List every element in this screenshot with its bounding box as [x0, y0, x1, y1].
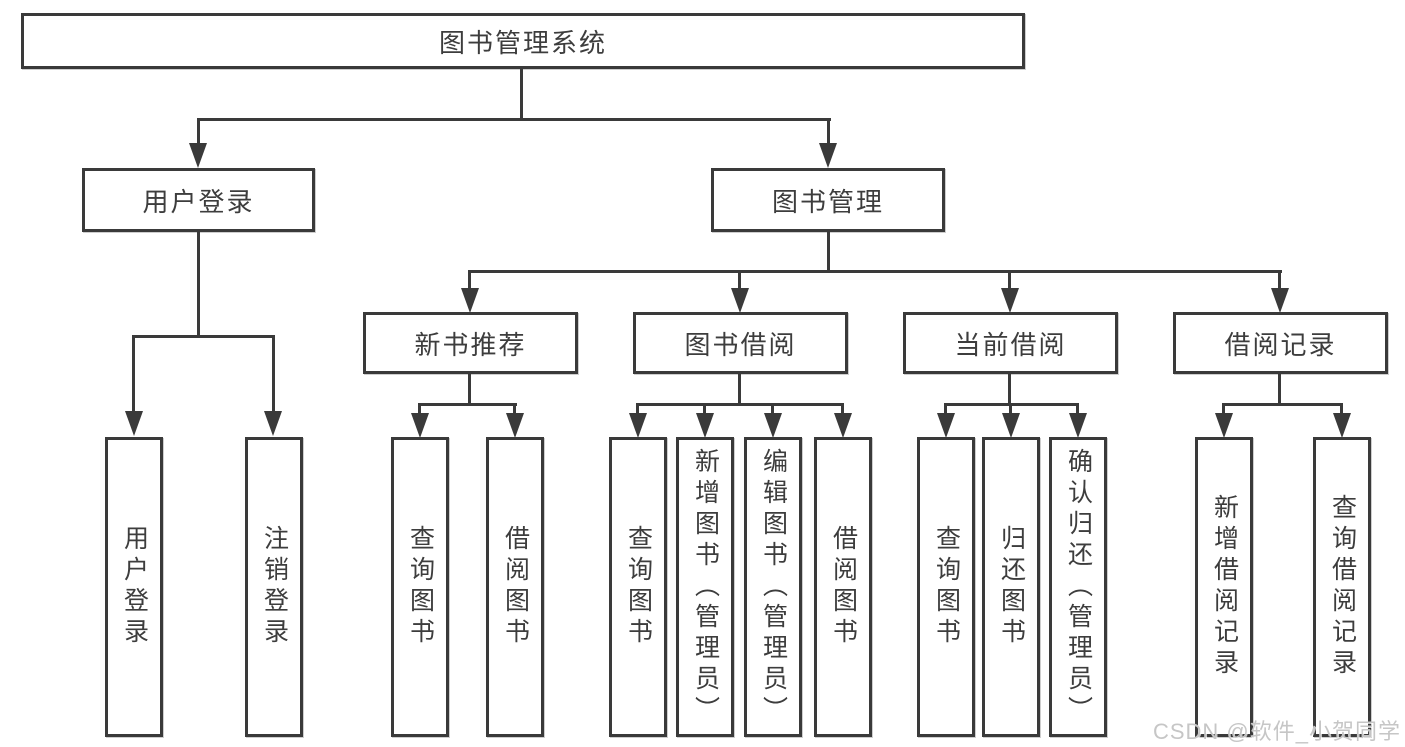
arrowhead-to-book-management	[819, 143, 837, 168]
arrowhead-to-user-login-leaf	[125, 411, 143, 436]
node-borrow-records: 借阅记录	[1173, 312, 1388, 374]
arrowhead-to-return-book	[1002, 413, 1020, 438]
arrowhead-to-query-books-3	[937, 413, 955, 438]
node-query-books-2: 查询图书	[609, 437, 667, 737]
node-query-borrow-record: 查询借阅记录	[1313, 437, 1371, 737]
edge-to-borrow-records	[1278, 270, 1281, 290]
node-logout-leaf: 注销登录	[245, 437, 303, 737]
edge-to-query-books-3	[944, 403, 947, 414]
node-label: 查询图书	[932, 525, 961, 649]
arrowhead-to-add-borrow-record	[1215, 413, 1233, 438]
arrowhead-to-new-book-recommend	[461, 288, 479, 313]
node-label: 编辑图书（管理员）	[759, 447, 788, 727]
edge-to-new-book-recommend	[468, 270, 471, 290]
arrowhead-to-borrow-records	[1271, 288, 1289, 313]
edge-to-query-books-2	[636, 403, 639, 414]
edge-book-management-split	[468, 270, 1282, 273]
edge-to-add-book	[703, 403, 706, 414]
node-label: 借阅图书	[829, 525, 858, 649]
node-label: 用户登录	[120, 525, 149, 649]
node-borrow-books-2: 借阅图书	[814, 437, 872, 737]
node-label: 新增借阅记录	[1210, 494, 1239, 680]
node-book-borrow: 图书借阅	[633, 312, 848, 374]
edge-to-user-login	[197, 118, 200, 145]
node-label: 确认归还（管理员）	[1064, 447, 1093, 727]
edge-book-borrow-stem	[738, 374, 741, 405]
edge-book-management-stem	[827, 232, 830, 272]
node-confirm-return-admin: 确认归还（管理员）	[1049, 437, 1107, 737]
arrowhead-to-query-books-1	[411, 413, 429, 438]
node-add-borrow-record: 新增借阅记录	[1195, 437, 1253, 737]
edge-to-query-borrow-record	[1340, 403, 1343, 414]
edge-borrow-records-split	[1222, 403, 1343, 406]
arrowhead-to-confirm-return	[1069, 413, 1087, 438]
node-new-book-recommend: 新书推荐	[363, 312, 578, 374]
edge-to-logout-leaf	[272, 335, 275, 413]
edge-root-split	[197, 118, 831, 121]
arrowhead-to-current-borrow	[1001, 288, 1019, 313]
node-return-book: 归还图书	[982, 437, 1040, 737]
node-library-management-system: 图书管理系统	[21, 13, 1025, 69]
edge-current-borrow-stem	[1008, 374, 1011, 405]
edge-to-user-login-leaf	[132, 335, 135, 413]
arrowhead-to-logout-leaf	[264, 411, 282, 436]
edge-to-confirm-return	[1076, 403, 1079, 414]
edge-new-book-recommend-split	[418, 403, 517, 406]
edge-borrow-records-stem	[1278, 374, 1281, 405]
node-borrow-books-1: 借阅图书	[486, 437, 544, 737]
node-label: 查询图书	[406, 525, 435, 649]
arrowhead-to-add-book	[696, 413, 714, 438]
node-query-books-3: 查询图书	[917, 437, 975, 737]
edge-root-stem	[520, 68, 523, 118]
edge-to-borrow-books-2	[841, 403, 844, 414]
edge-to-query-books-1	[418, 403, 421, 414]
edge-to-book-borrow	[738, 270, 741, 290]
node-label: 查询借阅记录	[1328, 494, 1357, 680]
node-current-borrow: 当前借阅	[903, 312, 1118, 374]
edge-to-book-management	[827, 118, 830, 145]
node-book-management-branch: 图书管理	[711, 168, 945, 232]
arrowhead-to-book-borrow	[731, 288, 749, 313]
node-label: 新增图书（管理员）	[691, 447, 720, 727]
edge-user-login-stem	[197, 232, 200, 337]
arrowhead-to-edit-book	[764, 413, 782, 438]
arrowhead-to-borrow-books-2	[834, 413, 852, 438]
node-query-books-1: 查询图书	[391, 437, 449, 737]
arrowhead-to-query-books-2	[629, 413, 647, 438]
arrowhead-to-user-login	[189, 143, 207, 168]
node-label: 查询图书	[624, 525, 653, 649]
edge-user-login-split	[132, 335, 275, 338]
edge-book-borrow-split	[636, 403, 844, 406]
edge-new-book-recommend-stem	[468, 374, 471, 405]
edge-to-borrow-books-1	[513, 403, 516, 414]
edge-to-return-book	[1009, 403, 1012, 414]
arrowhead-to-query-borrow-record	[1333, 413, 1351, 438]
arrowhead-to-borrow-books-1	[506, 413, 524, 438]
node-edit-book-admin: 编辑图书（管理员）	[744, 437, 802, 737]
node-user-login-leaf: 用户登录	[105, 437, 163, 737]
edge-to-edit-book	[771, 403, 774, 414]
edge-to-add-borrow-record	[1222, 403, 1225, 414]
node-add-book-admin: 新增图书（管理员）	[676, 437, 734, 737]
node-label: 注销登录	[260, 525, 289, 649]
node-user-login-branch: 用户登录	[82, 168, 315, 232]
node-label: 借阅图书	[501, 525, 530, 649]
edge-to-current-borrow	[1008, 270, 1011, 290]
node-label: 归还图书	[997, 525, 1026, 649]
